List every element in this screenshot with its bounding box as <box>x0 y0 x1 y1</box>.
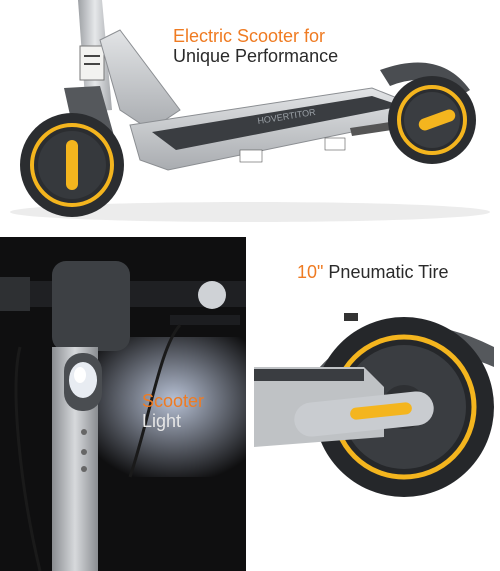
bottom-left-panel-scooter-light: Scooter Light <box>0 237 246 571</box>
tire-type-label: Pneumatic Tire <box>323 262 449 282</box>
vertical-divider <box>246 237 254 571</box>
front-wheel <box>20 113 124 217</box>
handlebar-headlight-illustration <box>0 261 246 571</box>
top-panel-scooter-overview: HOVERTITOR Electric Scooter for Unique P… <box>0 0 500 230</box>
headlight <box>64 353 102 411</box>
bottom-right-panel-pneumatic-tire: 10" Pneumatic Tire <box>254 237 500 571</box>
tire-caption: 10" Pneumatic Tire <box>297 261 448 283</box>
rear-tire-closeup-illustration <box>254 313 494 497</box>
overview-caption-line2: Unique Performance <box>173 46 339 66</box>
light-caption-line1: Scooter <box>142 391 205 411</box>
scooter-side-view-illustration: HOVERTITOR <box>10 0 490 222</box>
tire-size-value: 10" <box>297 262 324 282</box>
light-caption-line2: Light <box>142 411 182 431</box>
rear-wheel <box>388 76 476 164</box>
horizontal-divider <box>0 230 500 237</box>
overview-caption-line1: Electric Scooter for <box>173 26 326 46</box>
